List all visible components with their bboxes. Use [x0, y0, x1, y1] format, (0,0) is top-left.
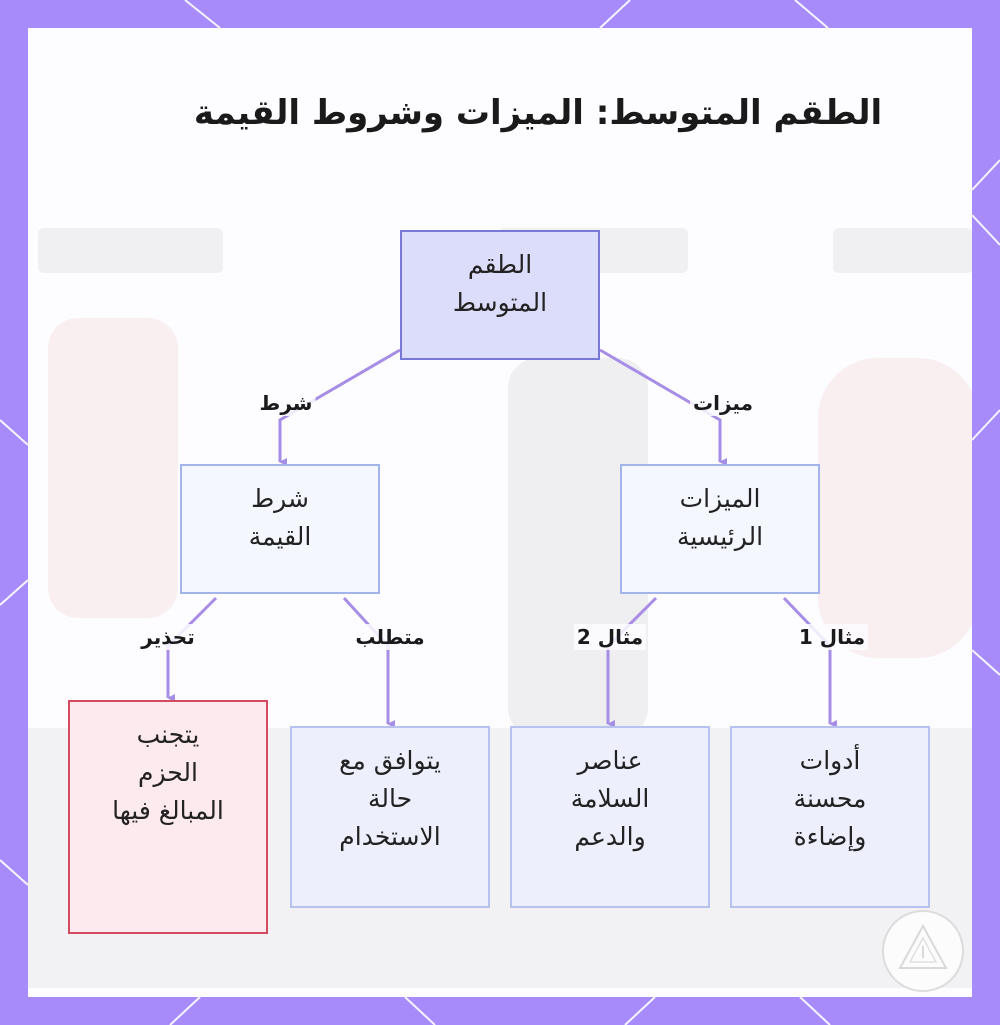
node-line: الرئيسية — [676, 522, 764, 551]
node-tools-lighting: أدوات محسنة وإضاءة — [730, 726, 930, 908]
node-safety-support: عناصر السلامة والدعم — [510, 726, 710, 908]
node-line: وإضاءة — [793, 822, 867, 851]
node-line: يتوافق مع — [339, 746, 441, 775]
watermark-logo-icon — [882, 910, 964, 992]
edge-condition-to-fit — [342, 596, 395, 728]
node-line: الطقم — [467, 250, 533, 279]
node-line: أدوات — [799, 746, 861, 775]
diagram-title: الطقم المتوسط: الميزات وشروط القيمة — [193, 93, 883, 133]
node-line: والدعم — [574, 822, 646, 851]
node-line: الميزات — [679, 484, 761, 513]
node-line: الاستخدام — [339, 822, 441, 851]
edge-features-to-tools — [782, 596, 837, 728]
edge-label-condition: شرط — [256, 390, 316, 416]
node-line: عناصر — [577, 746, 643, 775]
node-value-condition: شرط القيمة — [180, 464, 380, 594]
node-avoid-overpriced: يتجنب الحزم المبالغ فيها — [68, 700, 268, 934]
edge-label-features: ميزات — [690, 390, 756, 416]
node-line: الحزم — [138, 758, 198, 787]
node-line: يتجنب — [136, 720, 200, 749]
edge-features-to-safety — [606, 596, 658, 728]
node-line: حالة — [367, 784, 413, 813]
edge-root-to-features — [599, 348, 727, 466]
edge-label-requirement: متطلب — [352, 624, 428, 650]
edge-label-warning: تحذير — [138, 624, 198, 650]
edge-label-example-1: مثال 1 — [795, 624, 869, 650]
edge-label-example-2: مثال 2 — [573, 624, 647, 650]
node-line: المتوسط — [452, 288, 548, 317]
node-line: محسنة — [793, 784, 867, 813]
node-key-features: الميزات الرئيسية — [620, 464, 820, 594]
node-fits-use-case: يتوافق مع حالة الاستخدام — [290, 726, 490, 908]
node-line: القيمة — [248, 522, 312, 551]
node-line: السلامة — [570, 784, 650, 813]
node-line: المبالغ فيها — [112, 796, 224, 825]
node-mid-range-kit: الطقم المتوسط — [400, 230, 600, 360]
edge-root-to-condition — [278, 348, 401, 466]
node-line: شرط — [251, 484, 309, 513]
diagram-card: الطقم المتوسط: الميزات وشروط القيمة شرط … — [28, 28, 972, 997]
